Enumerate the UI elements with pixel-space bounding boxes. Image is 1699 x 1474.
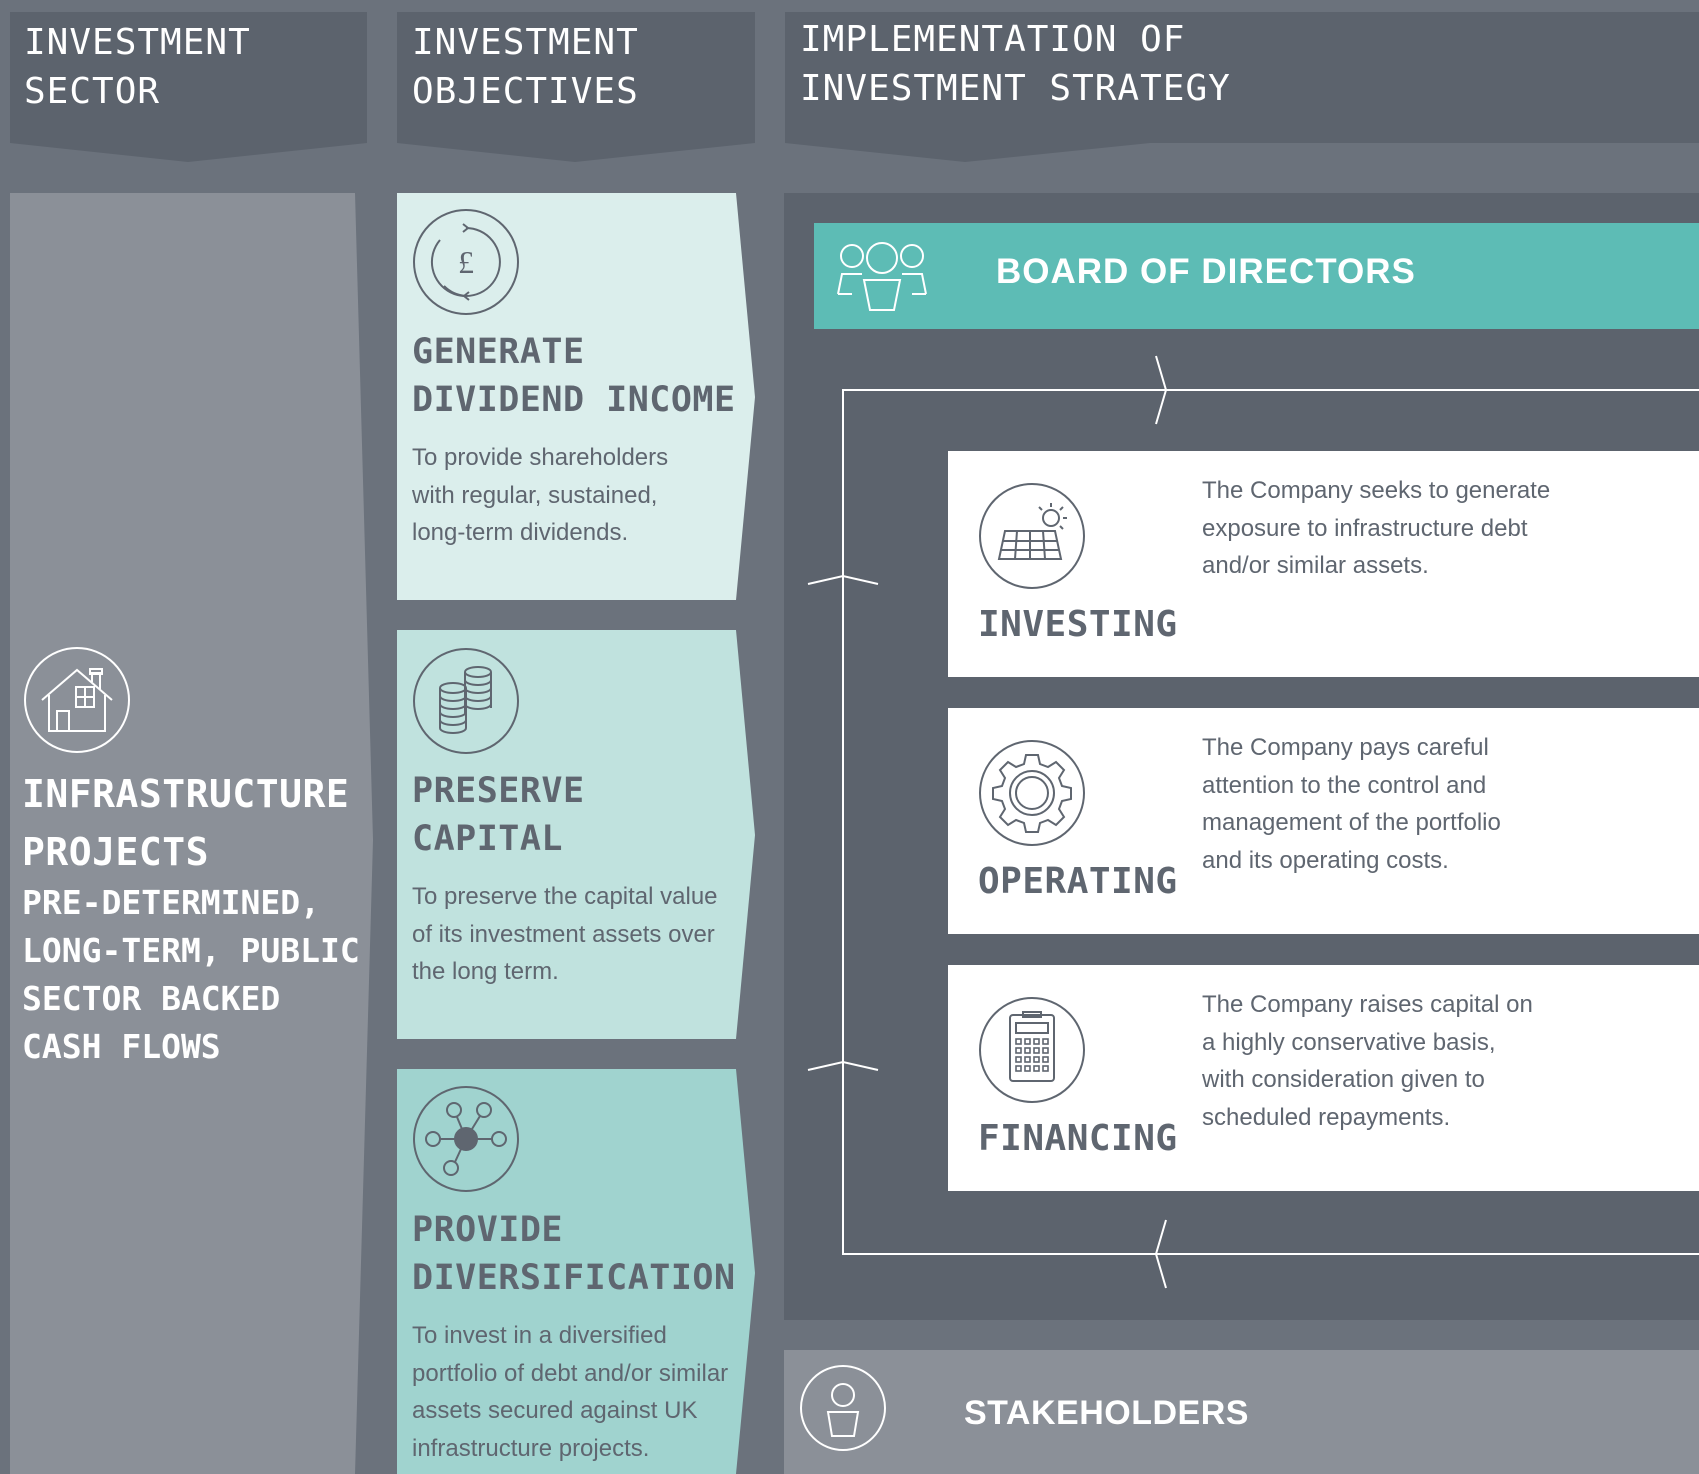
objective-panel-2 — [397, 630, 755, 1039]
activity-financing-title: FINANCING — [978, 1118, 1178, 1159]
board-of-directors-label: BOARD OF DIRECTORS — [996, 252, 1416, 291]
arrow-left-lower — [807, 1060, 879, 1071]
activity-operating-title: OPERATING — [978, 861, 1178, 902]
cycle-arrows — [807, 355, 1699, 1289]
objective-panel-3 — [397, 1069, 755, 1474]
objective-2-title: PRESERVE CAPITAL — [412, 771, 585, 859]
objective-3-description: To invest in a diversified portfolio of … — [412, 1322, 729, 1462]
activity-card-investing — [948, 451, 1699, 677]
objective-panel-1 — [397, 193, 755, 600]
person-icon — [799, 1364, 887, 1452]
header-investment-objectives: INVESTMENT OBJECTIVES — [412, 22, 639, 112]
svg-text:£: £ — [458, 244, 474, 280]
header-banners — [10, 12, 1699, 162]
objective-2-description: To preserve the capital value of its inv… — [412, 883, 718, 985]
house-icon — [22, 645, 132, 755]
objective-3-title: PROVIDE DIVERSIFICATION — [412, 1210, 736, 1298]
objective-panels — [397, 193, 755, 1474]
stakeholders-label: STAKEHOLDERS — [964, 1394, 1249, 1432]
sector-subtitle: PRE-DETERMINED, LONG-TERM, PUBLIC SECTOR… — [22, 883, 360, 1066]
group-icon — [834, 238, 930, 318]
objective-1-title: GENERATE DIVIDEND INCOME — [412, 332, 736, 420]
arrow-left-upper — [807, 574, 879, 585]
coin-stacks-icon — [411, 646, 521, 756]
sector-panel — [10, 193, 373, 1474]
header-investment-sector: INVESTMENT SECTOR — [24, 22, 251, 112]
calculator-icon — [977, 995, 1087, 1105]
pound-cycle-icon: £ — [411, 207, 521, 317]
network-icon — [411, 1084, 521, 1194]
activity-operating-description: The Company pays careful attention to th… — [1202, 734, 1501, 874]
arrow-bottom — [1154, 1219, 1167, 1289]
activity-financing-description: The Company raises capital on a highly c… — [1202, 991, 1533, 1131]
sector-title: INFRASTRUCTURE PROJECTS — [22, 772, 350, 874]
header-implementation-strategy: IMPLEMENTATION OF INVESTMENT STRATEGY — [800, 19, 1231, 109]
activity-card-financing — [948, 965, 1699, 1191]
solar-panel-icon — [977, 481, 1087, 591]
gear-icon — [977, 738, 1087, 848]
board-of-directors-banner — [814, 223, 1699, 329]
activity-investing-title: INVESTING — [978, 604, 1178, 645]
stakeholders-banner — [784, 1350, 1699, 1474]
objective-1-description: To provide shareholders with regular, su… — [412, 444, 669, 546]
activity-card-operating — [948, 708, 1699, 934]
arrow-top — [1155, 355, 1168, 425]
activity-investing-description: The Company seeks to generate exposure t… — [1202, 477, 1551, 579]
